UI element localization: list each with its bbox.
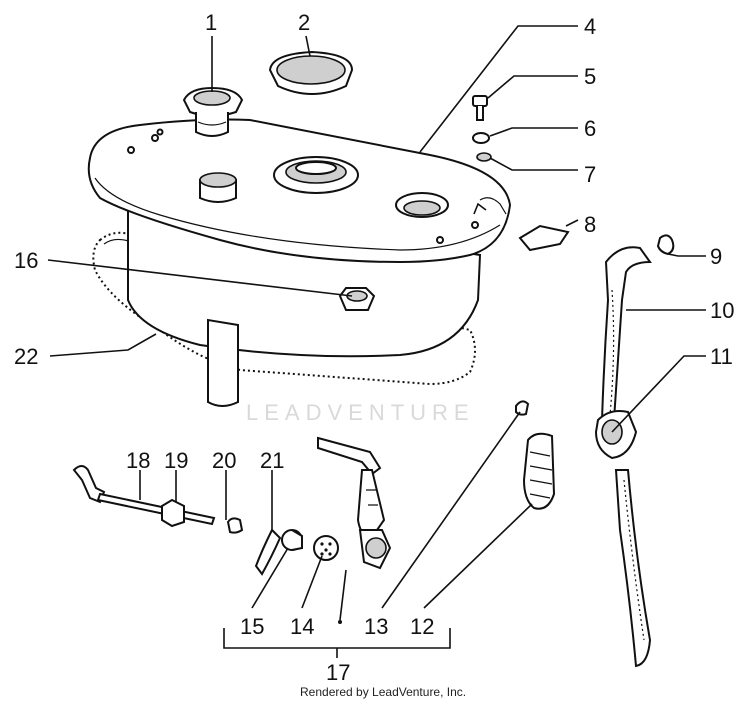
part-7-washer [476,152,492,162]
leader-lines [47,25,706,658]
label-14: 14 [290,614,314,639]
label-4: 4 [584,14,596,39]
label-10: 10 [710,298,734,323]
part-8-clip [473,197,570,252]
lower-fuel-hose [614,469,652,668]
part-5-bolt [472,95,488,121]
part-17-fuel-tap [317,436,392,570]
label-7: 7 [584,162,596,187]
label-1: 1 [205,10,217,35]
part-18-control-rod [72,465,216,526]
part-20-end-cap [226,517,244,534]
label-17: 17 [326,660,350,685]
part-12-handle [522,432,556,510]
fuel-tank [87,118,512,407]
label-21: 21 [260,448,284,473]
label-8: 8 [584,212,596,237]
label-15: 15 [240,614,264,639]
credit-text: Rendered by LeadVenture, Inc. [300,685,466,699]
label-13: 13 [364,614,388,639]
label-18: 18 [126,448,150,473]
label-20: 20 [212,448,236,473]
label-6: 6 [584,116,596,141]
part-2-cap-cover [268,50,354,95]
label-16: 16 [14,248,38,273]
part-15-seal [281,529,303,551]
part-10-fuel-hose [600,246,652,421]
part-19-nut [161,498,185,528]
label-22: 22 [14,344,38,369]
label-9: 9 [710,244,722,269]
part-13-tap-cap [515,400,530,416]
label-12: 12 [410,614,434,639]
label-5: 5 [584,64,596,89]
part-9-hose-clamp [656,234,675,256]
part-11-fuel-filter [594,410,638,460]
label-11: 11 [710,344,733,369]
watermark-text: LEADVENTURE [246,400,475,425]
part-21-spring-clip [254,528,282,576]
part-6-washer [472,132,490,144]
label-19: 19 [164,448,188,473]
label-2: 2 [298,10,310,35]
part-1-fuel-cap [182,86,244,137]
part-14-filter-disc [313,535,339,561]
